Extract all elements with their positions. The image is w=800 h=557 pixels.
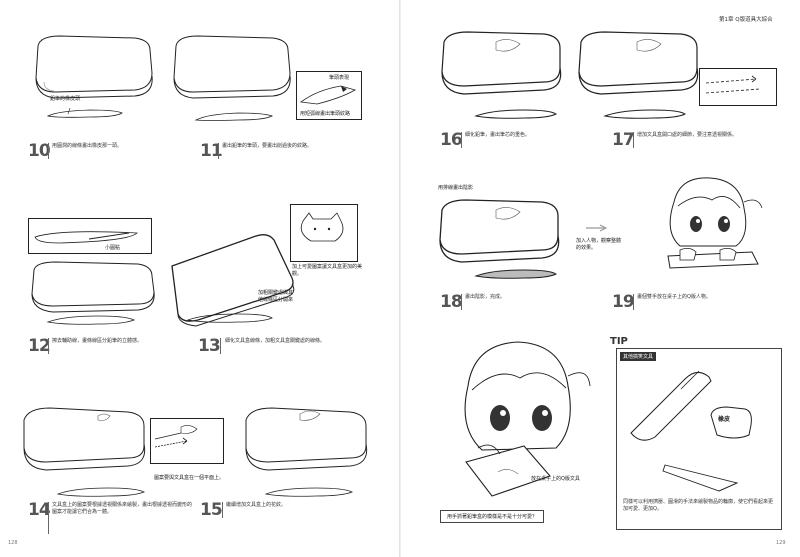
step-19-chibi-figure [667,177,763,269]
tip-label: 其他搞笑文具 [620,352,657,361]
step-19-divider [633,294,634,310]
step-13-drawing [171,234,295,327]
step-16-text: 細化鉛筆，畫出筆芯的重色。 [465,132,531,138]
step-14-drawing [23,407,146,497]
step-14-divider [48,502,49,534]
step-11-text: 畫出鉛筆的筆頭，要畫出削過後的紋路。 [222,143,313,149]
step-12-drawing [31,261,155,325]
page-number-left: 128 [8,540,18,546]
step-11-number: 11 [200,141,223,161]
step-19-number: 19 [612,292,635,312]
page-gutter [399,0,401,557]
step-17-drawing [578,31,699,119]
step-19-callout: 加入人物，觀察整體的效果。 [576,238,622,251]
step-16-number: 16 [440,130,463,150]
step-15-divider [222,502,223,518]
step-13-divider [220,338,221,354]
step-16-drawing [441,31,562,119]
step-14-text: 文具盒上的圖案要根據透視關係來繪製，畫出根據透視而變形的圖案才能讓它們合為一體。 [52,502,193,515]
arrow-icon [586,224,608,232]
pencil-tip-closeup [299,85,357,105]
figure-callout: 放在桌子上的Q版文具 [531,476,580,482]
step-19-text: 畫個雙手放在桌子上的Q版人物。 [637,294,711,300]
tip-box: 其他搞笑文具 橡皮 同樣可以利用擠壓、圓滑的手法來繪製物品的輪廓，使它們看起來更… [616,348,782,530]
step-10-number: 10 [28,141,51,161]
opening-detail-closeup [705,75,761,94]
page-number-right: 129 [776,540,786,546]
step-13-inset [290,204,358,262]
step-18-number: 18 [440,292,463,312]
pattern-perspective-closeup [154,425,198,448]
step-12-callout: 小圓點 [105,245,121,251]
step-12-inset [28,218,152,254]
step-14-inset [150,418,224,464]
step-10-divider [48,143,49,159]
tip-illustrations [630,370,752,492]
step-11-inset [296,71,362,120]
chapter-header: 第1章 Q版道具大綜合 [719,17,773,23]
tip-heading: TIP [610,336,628,347]
step-18-text: 畫出陰影，完成。 [465,294,506,300]
step-14-number: 14 [28,500,51,520]
step-15-text: 繼續增加文具盒上的花紋。 [226,502,287,508]
step-11-divider [218,143,219,159]
step-12-number: 12 [28,336,51,356]
step-10-callout: 鉛筆的橡皮頭 [50,96,81,102]
cat-pattern-closeup [300,212,344,242]
step-13-callout: 加上可愛圖案讓文具盒更加的美觀。 [292,264,363,277]
step-11-callout-2: 用短弧線畫出筆頭紋路 [300,111,351,117]
step-17-inset [699,68,777,106]
step-10-text: 用圓潤的線條畫出橡皮那一頭。 [52,143,123,149]
step-18-divider [461,294,462,310]
step-11-drawing [173,35,291,121]
step-15-drawing [245,407,368,497]
pencil-dot-closeup [34,231,138,244]
step-12-text: 擦去輔助線，畫條線區分鉛筆的立體感。 [52,338,143,344]
chibi-girl-holding-case [464,341,591,497]
step-18-callout: 用排線畫出陰影 [438,185,474,191]
step-17-number: 17 [612,130,635,150]
step-17-divider [633,132,634,148]
step-10-drawing [35,35,153,118]
eraser-label: 橡皮 [718,416,731,423]
step-13-text: 細化文具盒線條，加粗文具盒關鍵處的線條。 [225,338,326,344]
step-13-callout-2: 加粗關鍵處與其他線條區分開來 [258,290,294,303]
step-12-divider [48,338,49,354]
figure-question: 用手抓著鉛筆盒的模樣是不是十分可愛？ [440,510,545,523]
step-14-callout: 圖案要與文具盒在一個平面上。 [154,475,225,481]
step-15-number: 15 [200,500,223,520]
step-11-callout: 筆頭表現 [329,75,350,81]
step-17-text: 增加文具盒開口處的細節，要注意透視關係。 [637,132,738,138]
step-16-divider [461,132,462,148]
step-13-number: 13 [198,336,221,356]
step-18-drawing [439,199,560,279]
tip-text: 同樣可以利用擠壓、圓滑的手法來繪製物品的輪廓，使它們看起來更加可愛、更加Q。 [623,499,774,512]
